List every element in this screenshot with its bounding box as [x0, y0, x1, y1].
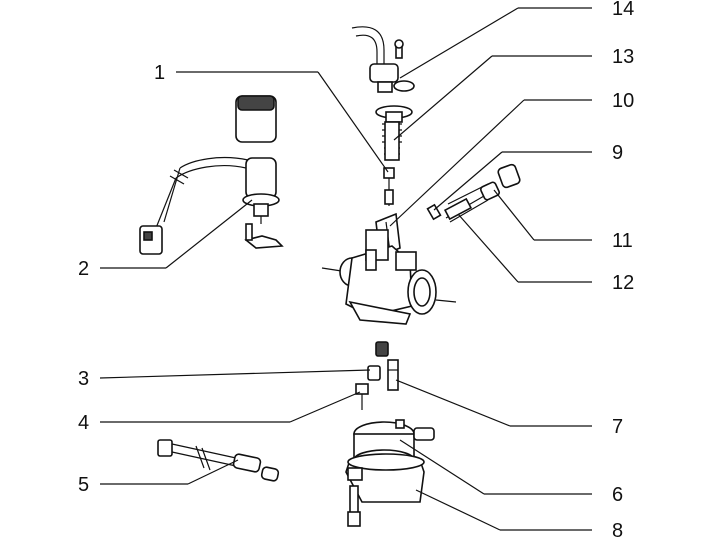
leader-5-diag [187, 459, 239, 485]
leader-13-diag [393, 55, 493, 141]
leader-10-diag [389, 99, 525, 227]
leader-8-diag [415, 489, 501, 531]
callout-12: 12 [612, 272, 634, 294]
callout-1: 1 [154, 62, 165, 84]
fuel-inlet-elbow [351, 26, 415, 93]
float-needle-valve [355, 383, 369, 410]
callout-14: 14 [612, 0, 634, 20]
leader-14-diag [399, 7, 519, 79]
electric-choke [139, 95, 284, 255]
leader-1-diag [317, 71, 389, 173]
leader-lines [99, 7, 592, 531]
callout-13: 13 [612, 46, 634, 68]
leader-12-diag [457, 213, 519, 283]
leader-11-diag [493, 189, 535, 241]
callout-10: 10 [612, 90, 634, 112]
callout-5: 5 [78, 474, 89, 496]
jet-needle [383, 167, 395, 206]
float-bowl [345, 453, 425, 527]
jets [367, 341, 399, 391]
callout-8: 8 [612, 520, 623, 539]
leader-2-diag [165, 199, 253, 269]
mixture-screws [426, 163, 521, 223]
leader-3 [99, 369, 371, 379]
callout-11: 11 [612, 230, 633, 252]
leader-9-diag [433, 151, 503, 211]
leader-4-diag [289, 391, 361, 423]
callout-3: 3 [78, 368, 89, 390]
callout-6: 6 [612, 484, 623, 506]
callout-labels: 1 2 3 4 5 6 7 8 9 10 11 12 13 14 [78, 0, 634, 539]
callout-9: 9 [612, 142, 623, 164]
leader-6-diag [399, 439, 485, 495]
callout-7: 7 [612, 416, 623, 438]
drain-hose [157, 439, 280, 482]
leader-7-diag [395, 379, 511, 427]
callout-4: 4 [78, 412, 89, 434]
carburetor-body [321, 229, 457, 325]
spring-needle-assembly [375, 105, 413, 161]
callout-2: 2 [78, 258, 89, 280]
